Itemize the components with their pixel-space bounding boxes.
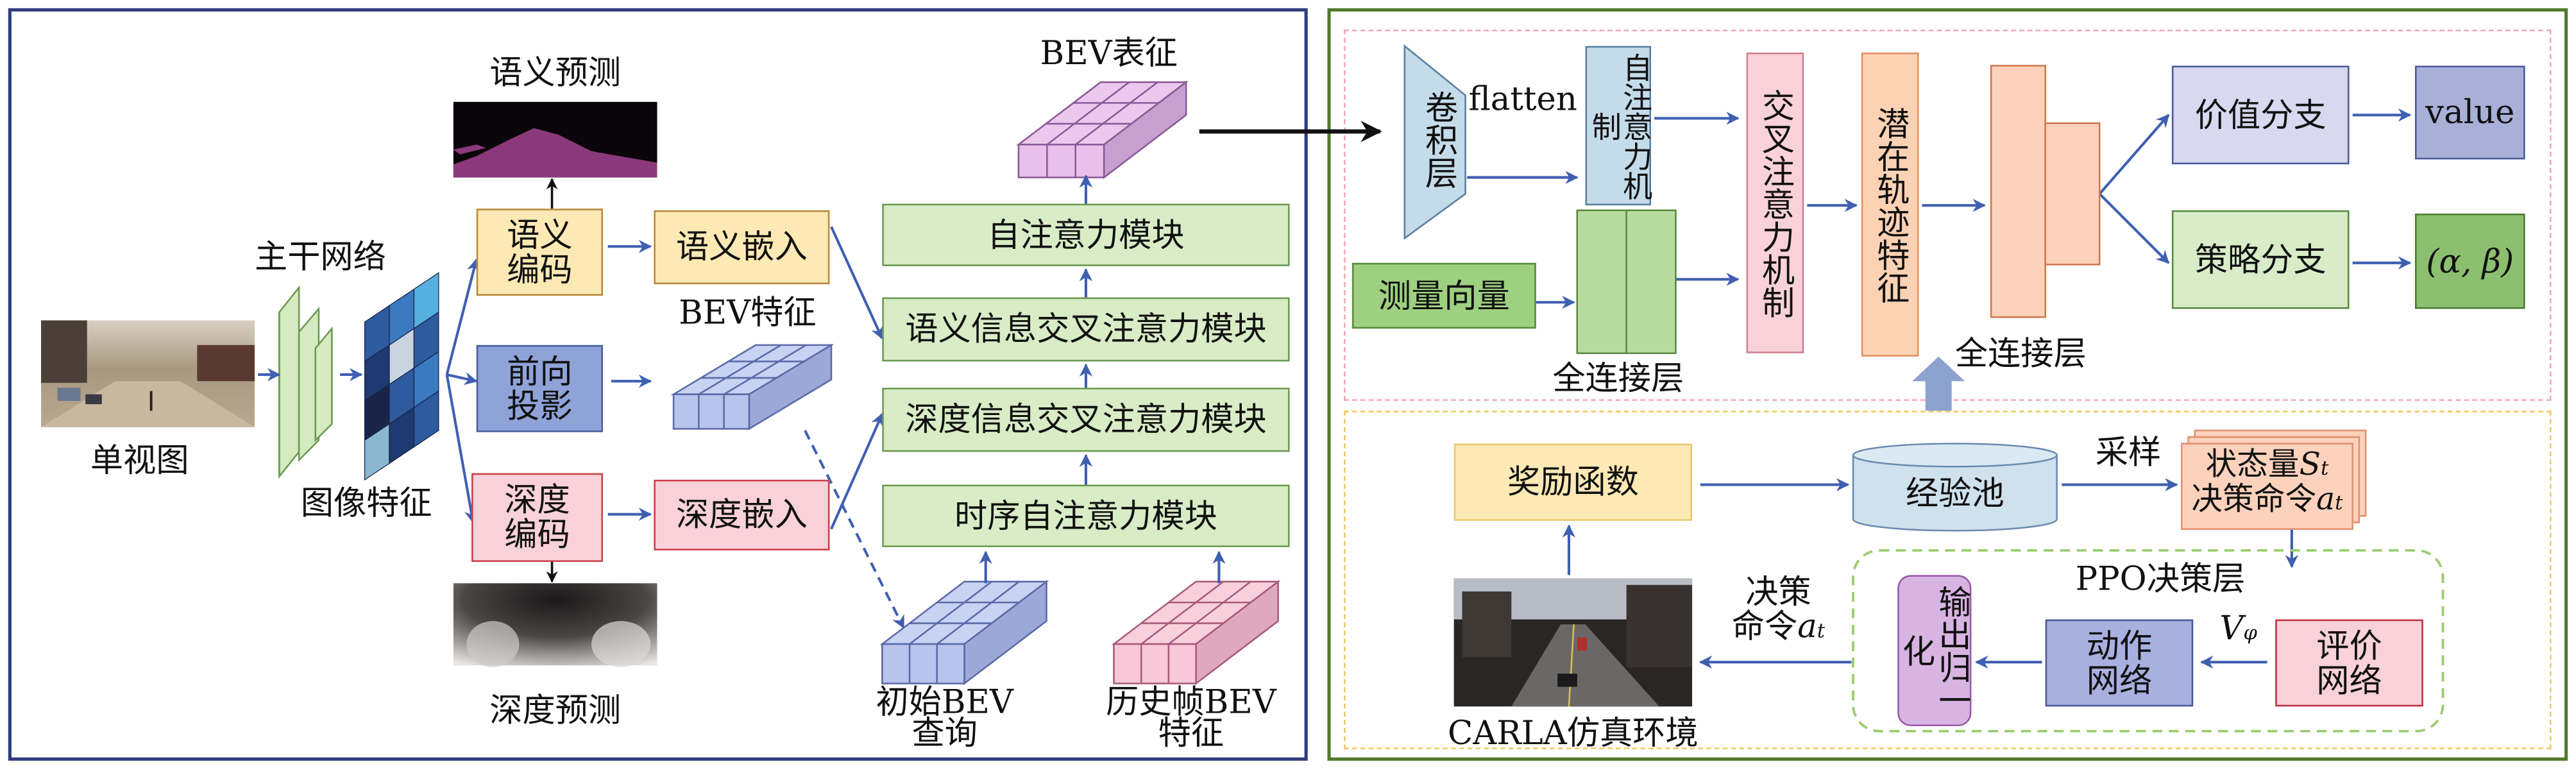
fc-layer-block-large (1990, 65, 2046, 318)
initial-bev-query-line2: 查询 (911, 713, 978, 753)
initial-bev-query-cube (879, 580, 1049, 686)
bev-representation-label: BEV表征 (1040, 33, 1178, 72)
ppo-training-region (1344, 411, 2552, 749)
image-features-label: 图像特征 (300, 482, 432, 523)
value-branch-box: 价值分支 (2171, 65, 2350, 165)
flow-arrow (2098, 192, 2170, 264)
semantic-cross-attention-module: 语义信息交叉注意力模块 (882, 297, 1290, 362)
decision-symbol: a (1797, 606, 1817, 646)
bev-representation-cube (1016, 80, 1189, 180)
value-output-box: value (2414, 65, 2525, 160)
flatten-label: flatten (1468, 78, 1577, 119)
sampling-label: 采样 (2095, 432, 2162, 472)
decision-command-label: 决策命令at (1716, 572, 1840, 646)
decision-line1: 决策 (1745, 572, 1811, 611)
depth-encoding-box: 深度编码 (471, 473, 603, 562)
semantic-encoding-box: 语义编码 (476, 208, 603, 296)
feature-cell (413, 390, 439, 448)
backbone-label: 主干网络 (254, 236, 386, 276)
fc-layer-label-1: 全连接层 (1552, 358, 1684, 398)
state-command-text: 状态量St 决策命令at (2182, 448, 2352, 517)
cross-attention-mechanism-box: 交叉注意力机制 (1746, 52, 1804, 353)
flow-arrow (830, 226, 884, 340)
experience-pool-label: 经验池 (1905, 473, 2004, 513)
reward-function-box: 奖励函数 (1453, 443, 1693, 521)
command-label: 决策命令 (2191, 481, 2317, 518)
state-symbol: S (2299, 446, 2321, 483)
command-subscript: t (2335, 491, 2343, 514)
conv-layer-label: 卷积层 (1419, 90, 1459, 189)
initial-bev-query-line1: 初始BEV (876, 681, 1013, 722)
latent-trajectory-feature-box: 潜在轨迹特征 (1861, 52, 1919, 357)
fc-layer-block-small (2044, 122, 2101, 266)
depth-cross-attention-module: 深度信息交叉注意力模块 (882, 387, 1290, 452)
semantic-prediction-image (453, 101, 657, 178)
flow-arrow (2098, 114, 2170, 195)
policy-branch-box: 策略分支 (2171, 210, 2350, 309)
state-label: 状态量 (2205, 446, 2300, 483)
output-normalize-box: 输出归一化 (1897, 575, 1972, 727)
semantic-prediction-label: 语义预测 (489, 52, 622, 92)
bev-features-label: BEV特征 (679, 292, 817, 332)
v-subscript: φ (2243, 621, 2257, 644)
forward-projection-box: 前向投影 (476, 344, 603, 432)
ppo-layer-label: PPO决策层 (2075, 558, 2246, 599)
state-command-box (2180, 443, 2353, 530)
action-network-box: 动作网络 (2045, 619, 2194, 707)
ppo-decision-layer-box (1852, 549, 2445, 733)
single-view-image (41, 320, 255, 427)
fc-layer-label-2: 全连接层 (1954, 333, 2087, 373)
flow-arrow (446, 372, 478, 386)
history-bev-line2: 特征 (1158, 713, 1224, 753)
self-attention-mechanism-box: 自注意力机制 (1585, 46, 1652, 206)
policy-output-box: (α, β) (2414, 213, 2525, 309)
self-attention-module: 自注意力模块 (882, 203, 1290, 266)
depth-prediction-label: 深度预测 (489, 690, 622, 730)
v-symbol: V (2219, 607, 2244, 648)
bev-perception-panel (8, 8, 1308, 761)
history-bev-line1: 历史帧BEV (1106, 681, 1276, 722)
history-bev-cube (1111, 580, 1281, 686)
decision-panel (1327, 8, 2568, 761)
command-symbol: a (2316, 481, 2335, 518)
depth-prediction-image (453, 583, 657, 667)
image-feature-map (364, 271, 439, 481)
decision-subscript: t (1817, 619, 1826, 643)
temporal-self-attention-module: 时序自注意力模块 (882, 484, 1290, 547)
v-phi-label: Vφ (2210, 611, 2267, 644)
state-subscript: t (2320, 457, 2329, 480)
semantic-embedding-box: 语义嵌入 (654, 210, 830, 285)
flow-arrow (830, 412, 884, 530)
flow-arrow (445, 258, 480, 375)
bev-features-cube (670, 343, 835, 430)
depth-embedding-box: 深度嵌入 (654, 479, 830, 551)
measurement-vector-box: 测量向量 (1352, 262, 1536, 329)
critic-network-box: 评价网络 (2275, 619, 2423, 707)
decision-line2: 命令 (1731, 606, 1798, 646)
carla-env-image (1453, 578, 1693, 707)
single-view-label: 单视图 (90, 440, 189, 480)
flow-arrow (445, 374, 478, 524)
dashed-flow-arrow (804, 430, 905, 629)
experience-pool-cylinder (1852, 443, 2058, 532)
conv-layer-shape (1403, 44, 1466, 240)
carla-env-label: CARLA仿真环境 (1448, 713, 1699, 753)
backbone-layers (278, 285, 333, 479)
